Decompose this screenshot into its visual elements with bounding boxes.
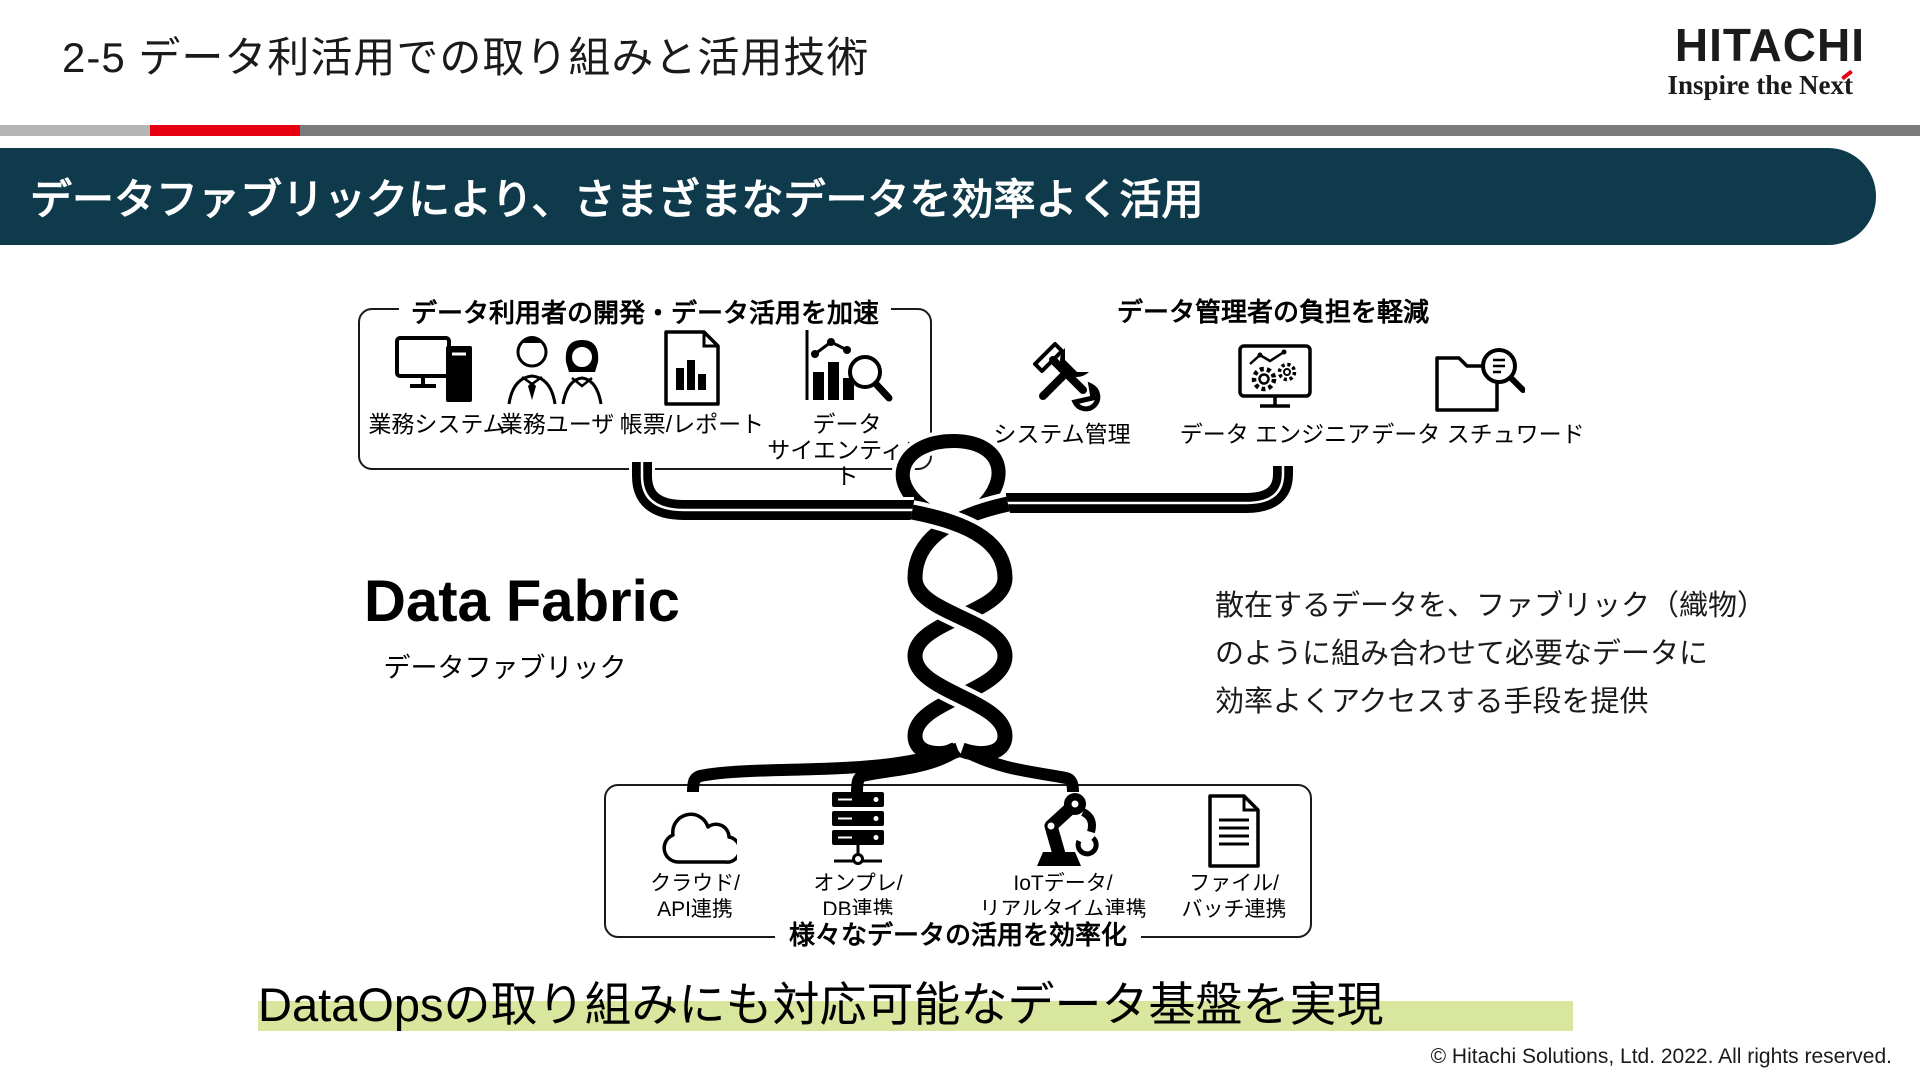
headline-banner: データファブリックにより、さまざまなデータを効率よく活用 [0, 148, 1876, 245]
data-scientist-icon [762, 328, 932, 406]
cloud-icon [595, 792, 795, 868]
business-system-icon [352, 328, 522, 406]
robot-arm-icon [963, 792, 1163, 868]
item-label: 業務システム [368, 411, 506, 437]
cloud-api-item: クラウド/ API連携 [595, 792, 795, 923]
system-admin-tools-icon [952, 336, 1172, 416]
business-user-item: 業務ユーザ [472, 328, 642, 437]
data-scientist-item: データ サイエンティスト [762, 328, 932, 489]
hitachi-tagline: Inspire the Next [1667, 69, 1853, 100]
business-system-item: 業務システム [352, 328, 522, 437]
data-engineer-item: データ エンジニア [1165, 336, 1385, 447]
data-fabric-subtitle: データファブリック [383, 653, 627, 683]
data-steward-icon [1368, 336, 1588, 416]
data-sources-caption: 様々なデータの活用を効率化 [774, 915, 1142, 952]
item-label: クラウド/ API連携 [650, 872, 740, 921]
hitachi-wordmark: HITACHI [1674, 19, 1865, 71]
system-admin-item: システム管理 [952, 336, 1172, 447]
data-users-group: データ利用者の開発・データ活用を加速 業務システム [358, 293, 932, 489]
data-sources-group: クラウド/ API連携 オンプレ/ DB連携 [604, 784, 1312, 952]
bottom-message: DataOpsの取り組みにも対応可能なデータ基盤を実現 [258, 978, 1384, 1031]
headline-text: データファブリックにより、さまざまなデータを効率よく活用 [30, 176, 1204, 223]
report-item: 帳票/レポート [607, 328, 777, 437]
file-batch-item: ファイル/ バッチ連携 [1134, 792, 1334, 923]
divider-red-segment [150, 125, 300, 136]
report-icon [607, 328, 777, 406]
item-label: データ スチュワード [1371, 421, 1585, 447]
data-steward-item: データ スチュワード [1368, 336, 1588, 447]
file-icon [1134, 792, 1334, 868]
item-label: システム管理 [993, 421, 1131, 447]
copyright-text: © Hitachi Solutions, Ltd. 2022. All righ… [1430, 1045, 1892, 1068]
item-label: ファイル/ バッチ連携 [1181, 872, 1287, 921]
divider-bar [0, 125, 1920, 136]
server-icon [758, 792, 958, 868]
data-users-group-title: データ利用者の開発・データ活用を加速 [398, 293, 892, 330]
page-title: 2-5 データ利活用での取り組みと活用技術 [62, 34, 870, 81]
divider-light-segment [0, 125, 150, 136]
item-label: 帳票/レポート [619, 411, 765, 437]
item-label: データ エンジニア [1179, 421, 1371, 447]
hitachi-logo: HITACHI Inspire the Next [1668, 22, 1866, 101]
item-label: 業務ユーザ [499, 411, 615, 437]
data-fabric-title: Data Fabric [364, 569, 680, 634]
data-engineer-icon [1165, 336, 1385, 416]
business-user-icon [472, 328, 642, 406]
data-fabric-description: 散在するデータを、ファブリック（織物） のように組み合わせて必要なデータに 効率… [1215, 590, 1767, 718]
iot-realtime-item: IoTデータ/ リアルタイム連携 [963, 792, 1163, 923]
data-admins-group-title: データ管理者の負担を軽減 [1116, 297, 1430, 327]
onprem-db-item: オンプレ/ DB連携 [758, 792, 958, 923]
highlight-bar [258, 1001, 1573, 1031]
item-label: データ サイエンティスト [767, 411, 927, 489]
divider-dark-segment [300, 125, 1920, 136]
